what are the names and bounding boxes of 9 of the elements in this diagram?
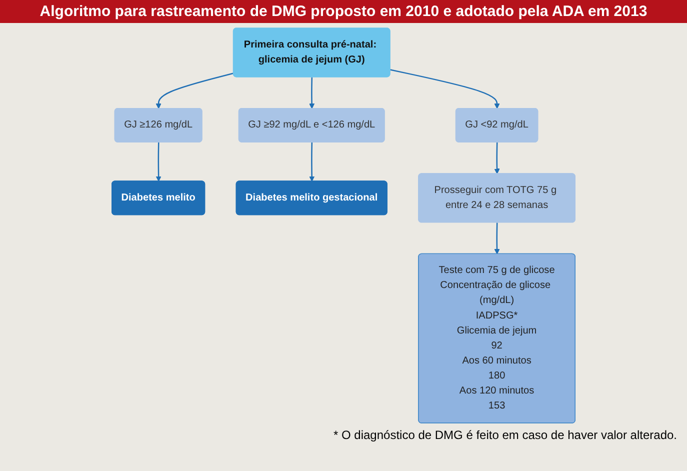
footnote: * O diagnóstico de DMG é feito em caso de haver valor alterado. — [332, 428, 677, 442]
arrow — [494, 222, 500, 254]
arrow — [309, 142, 315, 182]
arrow — [390, 69, 500, 109]
arrow — [309, 77, 315, 109]
arrow — [156, 72, 234, 109]
arrow — [494, 142, 500, 174]
title-bar: Algoritmo para rastreamento de DMG proposto em 2010 e adotado pela ADA em 2013 — [0, 0, 687, 23]
arrow — [156, 142, 162, 182]
